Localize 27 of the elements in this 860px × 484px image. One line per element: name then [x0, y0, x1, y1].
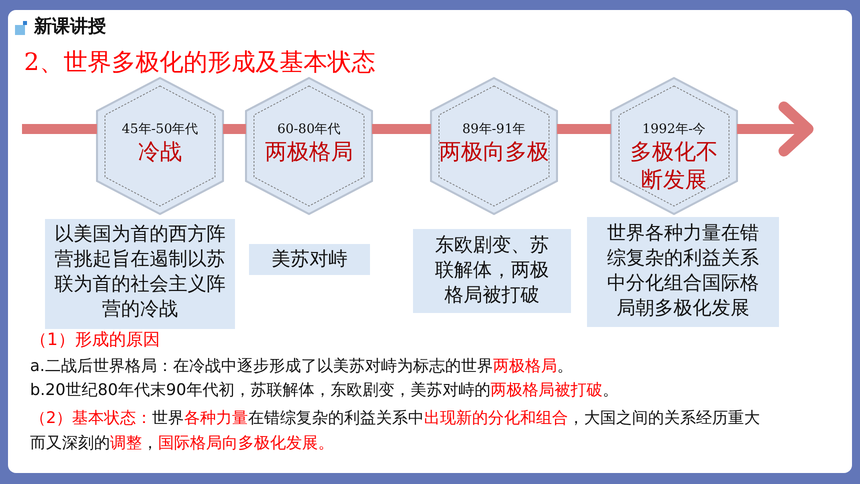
timeline-bar	[223, 124, 246, 134]
section-header: 新课讲授	[34, 15, 106, 38]
date-label: 89年-91年	[461, 121, 527, 138]
description-box: 美苏对峙	[249, 244, 370, 275]
heading: 2、世界多极化的形成及基本状态	[24, 47, 376, 78]
period-title: 两极向多极	[438, 139, 550, 167]
period-title: 冷战	[137, 139, 183, 167]
timeline-arrow	[737, 102, 814, 156]
description-box: 东欧剧变、苏联解体，两极格局被打破	[413, 229, 571, 313]
description-box: 以美国为首的西方阵营挑起旨在遏制以苏联为首的社会主义阵营的冷战	[45, 219, 235, 329]
hexagon-node	[96, 77, 224, 215]
body-text: b.20世纪80年代末90年代初，苏联解体，东欧剧变，美苏对峙的两极格局被打破。	[30, 379, 620, 401]
timeline-bar	[372, 124, 431, 134]
body-text: （2）基本状态：世界各种力量在错综复杂的利益关系中出现新的分化和组合，大国之间的关系经历重大而又深刻的调整，国际格局向多极化发展。	[30, 407, 762, 454]
date-label: 45年-50年代	[120, 121, 200, 138]
hexagon-node	[430, 77, 558, 215]
date-label: 1992年-今	[641, 121, 707, 138]
section-heading: （1）形成的原因	[30, 329, 160, 351]
timeline-bar	[557, 124, 611, 134]
description-box: 世界各种力量在错综复杂的利益关系中分化组合国际格局朝多极化发展	[587, 217, 779, 327]
hexagon-node	[610, 77, 738, 215]
timeline-bar	[22, 124, 97, 134]
period-title: 多极化不断发展	[629, 139, 719, 195]
hexagon-node	[245, 77, 373, 215]
body-text: a.二战后世界格局：在冷战中逐步形成了以美苏对峙为标志的世界两极格局。	[30, 355, 574, 377]
period-title: 两极格局	[264, 139, 354, 167]
date-label: 60-80年代	[276, 121, 342, 138]
